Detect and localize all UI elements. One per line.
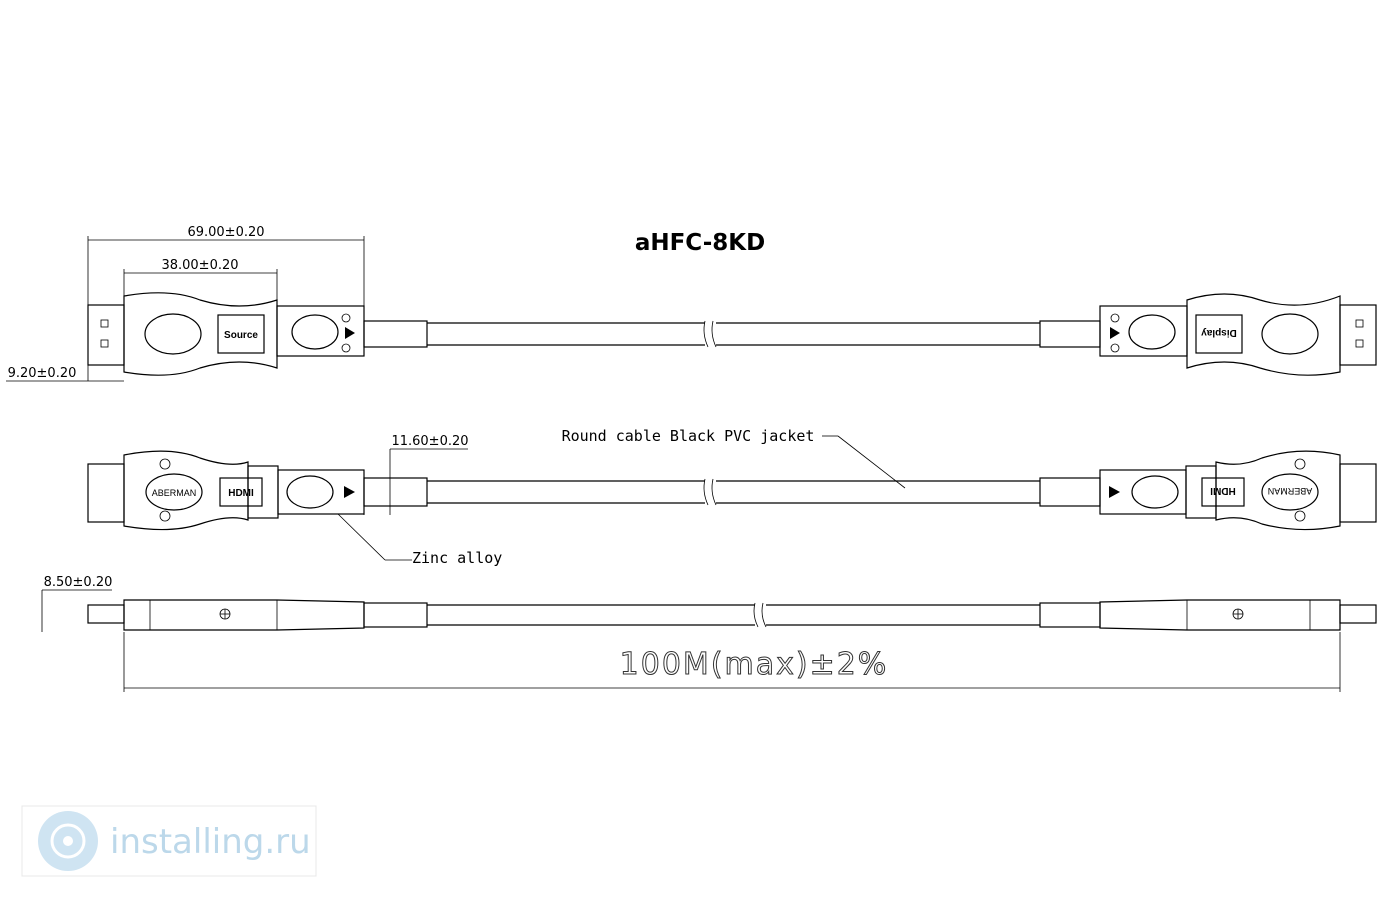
label-hdmi-right: HDMI — [1210, 485, 1236, 496]
top-view: 69.00±0.20 38.00±0.20 9.20±0.20 Source — [6, 225, 1377, 382]
dim-body-length: 38.00±0.20 — [161, 258, 238, 273]
dim-side-thickness: 8.50±0.20 — [44, 575, 113, 590]
label-brand-left: ABERMAN — [152, 488, 197, 498]
dim-overall-length: 69.00±0.20 — [187, 225, 264, 240]
dim-head-width: 11.60±0.20 — [391, 434, 468, 449]
watermark-text: installing.ru — [110, 822, 311, 862]
drawing-title: aHFC-8KD — [635, 230, 765, 256]
callout-cable-jacket: Round cable Black PVC jacket — [562, 427, 815, 445]
dim-height: 9.20±0.20 — [8, 366, 77, 381]
watermark: installing.ru — [21, 805, 317, 877]
label-brand-right: ABERMAN — [1268, 486, 1313, 496]
label-hdmi-left: HDMI — [228, 488, 254, 499]
label-source: Source — [224, 330, 258, 341]
dim-cable-length: 100M(max)±2% — [620, 647, 889, 682]
label-display: Display — [1201, 327, 1237, 338]
front-view: 11.60±0.20 ABERMAN HDMI HDMI ABERMAN — [87, 427, 1377, 567]
side-view: 8.50±0.20 100M(max)±2% — [41, 575, 1377, 692]
callout-housing-material: Zinc alloy — [412, 549, 502, 567]
